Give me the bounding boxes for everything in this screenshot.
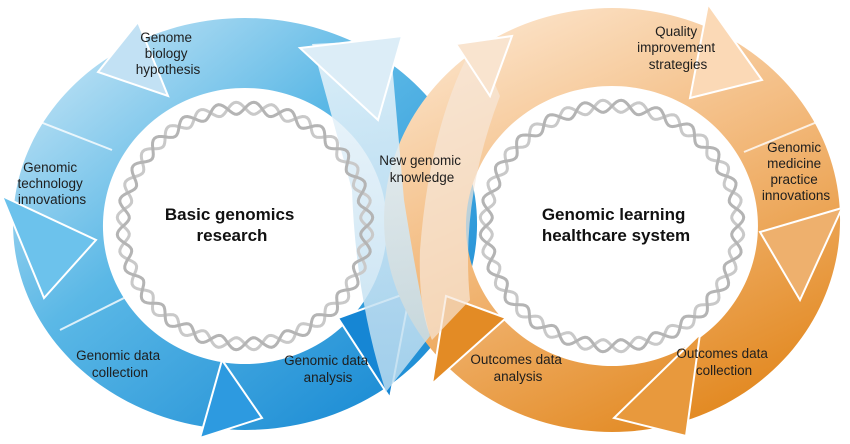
right-cycle-title: Genomic learning healthcare system — [542, 205, 690, 245]
arrow-head-collection — [198, 357, 264, 440]
step-label-outcomes-data-analysis: Outcomes data analysis — [470, 352, 565, 384]
left-cycle-title: Basic genomics research — [165, 205, 299, 245]
step-label-genomic-medicine-practice-innovations: Genomic medicine practice innovations — [762, 140, 831, 203]
bridge-arrow-orange-head — [454, 34, 514, 99]
arrow-head-practice — [758, 206, 844, 303]
step-label-new-genomic-knowledge: New genomic knowledge — [379, 153, 465, 185]
step-label-genome-biology-hypothesis: Genome biology hypothesis — [136, 30, 201, 77]
step-label-outcomes-data-collection: Outcomes data collection — [676, 346, 771, 378]
step-label-genomic-data-collection: Genomic data collection — [76, 348, 164, 380]
arrow-head-quality — [688, 1, 764, 100]
left-dna-helix — [115, 100, 375, 352]
right-ring — [384, 1, 844, 438]
arrow-head-hypothesis — [96, 20, 170, 98]
right-helix-strand-b — [478, 98, 746, 354]
bridge-arrow-head — [297, 34, 404, 122]
arrow-head-technology — [0, 194, 98, 300]
left-helix-strand-b — [115, 100, 375, 352]
step-label-quality-improvement-strategies: Quality improvement strategies — [637, 24, 719, 72]
bridge-arrow-orange-body — [419, 40, 500, 340]
right-dna-helix — [478, 98, 746, 354]
step-label-genomic-technology-innovations: Genomic technology innovations — [17, 160, 86, 207]
step-label-genomic-data-analysis: Genomic data analysis — [284, 353, 372, 385]
arrow-head-outcomes-collection — [612, 331, 702, 438]
